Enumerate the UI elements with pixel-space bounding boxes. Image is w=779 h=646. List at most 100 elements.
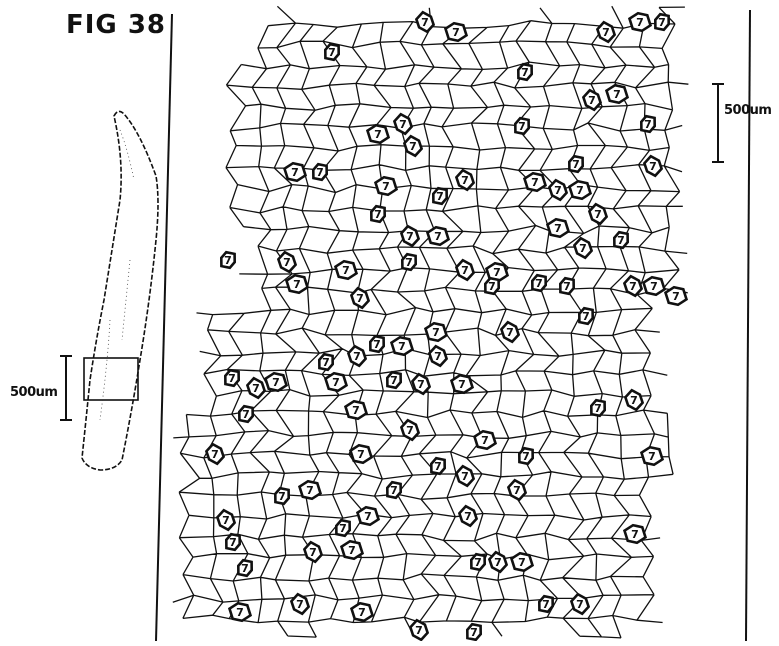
cell-mark-label: 7 bbox=[554, 184, 562, 197]
marked-cell: 7 bbox=[266, 373, 287, 391]
cell-mark-label: 7 bbox=[542, 598, 550, 611]
marked-cell: 7 bbox=[402, 254, 415, 270]
cell-mark-label: 7 bbox=[613, 88, 621, 101]
marked-cell: 7 bbox=[597, 22, 614, 42]
marked-cell: 7 bbox=[404, 136, 421, 156]
cell-mark-label: 7 bbox=[228, 372, 236, 385]
marked-cell: 7 bbox=[431, 458, 444, 474]
marked-cell: 7 bbox=[515, 118, 528, 134]
marked-cell: 7 bbox=[325, 44, 338, 60]
cell-mark-label: 7 bbox=[518, 556, 526, 569]
marked-cell: 7 bbox=[475, 431, 496, 449]
marked-cell: 7 bbox=[221, 252, 234, 268]
marked-cell: 7 bbox=[508, 480, 525, 500]
marked-cell: 7 bbox=[501, 322, 518, 342]
marked-cell: 7 bbox=[336, 261, 357, 279]
cell-mark-label: 7 bbox=[364, 510, 372, 523]
figure-title: FIG 38 bbox=[66, 10, 166, 40]
cell-mark-label: 7 bbox=[576, 184, 584, 197]
marked-cell: 7 bbox=[351, 445, 372, 463]
cell-mark-label: 7 bbox=[582, 310, 590, 323]
cell-mark-label: 7 bbox=[513, 484, 521, 497]
marked-cell: 7 bbox=[532, 275, 545, 291]
cell-mark-label: 7 bbox=[222, 514, 230, 527]
cell-mark-label: 7 bbox=[352, 404, 360, 417]
marked-cell: 7 bbox=[348, 346, 365, 366]
cell-mark-label: 7 bbox=[432, 326, 440, 339]
marked-cell: 7 bbox=[392, 337, 413, 355]
cell-mark-label: 7 bbox=[342, 264, 350, 277]
marked-cell: 7 bbox=[614, 232, 627, 248]
marked-cell: 7 bbox=[410, 620, 427, 640]
marked-cell: 7 bbox=[336, 520, 349, 536]
marked-cell: 7 bbox=[428, 227, 449, 245]
cell-mark-label: 7 bbox=[398, 340, 406, 353]
cell-mark-label: 7 bbox=[464, 510, 472, 523]
scale-label-right: 500um bbox=[724, 103, 771, 118]
cell-mark-label: 7 bbox=[415, 624, 423, 637]
cell-mark-label: 7 bbox=[229, 536, 237, 549]
marked-cell: 7 bbox=[625, 525, 646, 543]
marked-cell: 7 bbox=[666, 287, 687, 305]
marked-cell: 7 bbox=[644, 277, 665, 295]
cell-mark-label: 7 bbox=[644, 118, 652, 131]
cell-mark-label: 7 bbox=[399, 118, 407, 131]
marked-cell: 7 bbox=[642, 447, 663, 465]
marked-cell: 7 bbox=[230, 603, 251, 621]
marked-cell: 7 bbox=[560, 278, 573, 294]
marked-cell: 7 bbox=[247, 378, 264, 398]
marked-cell: 7 bbox=[387, 482, 400, 498]
cell-mark-label: 7 bbox=[382, 180, 390, 193]
cell-mark-label: 7 bbox=[434, 350, 442, 363]
marked-cell: 7 bbox=[641, 116, 654, 132]
marked-cell: 7 bbox=[416, 12, 433, 32]
marked-cell: 7 bbox=[371, 206, 384, 222]
marked-cell: 7 bbox=[285, 163, 306, 181]
cell-mark-label: 7 bbox=[452, 26, 460, 39]
cell-mark-label: 7 bbox=[278, 490, 286, 503]
cell-mark-label: 7 bbox=[241, 562, 249, 575]
cell-mark-label: 7 bbox=[461, 470, 469, 483]
cell-mark-label: 7 bbox=[650, 280, 658, 293]
marked-cell: 7 bbox=[433, 188, 446, 204]
marked-cell: 7 bbox=[326, 373, 347, 391]
cell-mark-label: 7 bbox=[328, 46, 336, 59]
cell-mark-label: 7 bbox=[291, 166, 299, 179]
cell-mark-label: 7 bbox=[358, 606, 366, 619]
cell-mark-label: 7 bbox=[617, 234, 625, 247]
left-border-line bbox=[156, 14, 172, 641]
marked-cell: 7 bbox=[446, 23, 467, 41]
marked-cell: 7 bbox=[401, 226, 418, 246]
marked-cell: 7 bbox=[570, 181, 591, 199]
marked-cell: 7 bbox=[579, 308, 592, 324]
cell-mark-label: 7 bbox=[332, 376, 340, 389]
cell-mark-label: 7 bbox=[390, 484, 398, 497]
marked-cell: 7 bbox=[206, 444, 223, 464]
marked-cell: 7 bbox=[471, 554, 484, 570]
marked-cell: 7 bbox=[287, 275, 308, 293]
cell-mark-label: 7 bbox=[434, 460, 442, 473]
cell-mark-label: 7 bbox=[405, 256, 413, 269]
marked-cell: 7 bbox=[467, 624, 480, 640]
marked-cell: 7 bbox=[571, 594, 588, 614]
cell-mark-label: 7 bbox=[374, 128, 382, 141]
marked-cell: 7 bbox=[319, 354, 332, 370]
cell-mark-label: 7 bbox=[242, 408, 250, 421]
marked-cell: 7 bbox=[429, 346, 446, 366]
marked-cell: 7 bbox=[456, 170, 473, 190]
marked-cell: 7 bbox=[401, 420, 418, 440]
cell-mark-label: 7 bbox=[535, 277, 543, 290]
marked-cell: 7 bbox=[412, 374, 429, 394]
cell-mark-label: 7 bbox=[322, 356, 330, 369]
cell-mark-label: 7 bbox=[563, 280, 571, 293]
marked-cell: 7 bbox=[459, 506, 476, 526]
cell-mark-label: 7 bbox=[293, 278, 301, 291]
cell-mark-label: 7 bbox=[672, 290, 680, 303]
marked-cell: 7 bbox=[456, 260, 473, 280]
marked-cell: 7 bbox=[346, 401, 367, 419]
marked-cell: 7 bbox=[655, 14, 668, 30]
cell-mark-label: 7 bbox=[436, 190, 444, 203]
cell-mark-label: 7 bbox=[474, 556, 482, 569]
marked-cell: 7 bbox=[625, 390, 642, 410]
